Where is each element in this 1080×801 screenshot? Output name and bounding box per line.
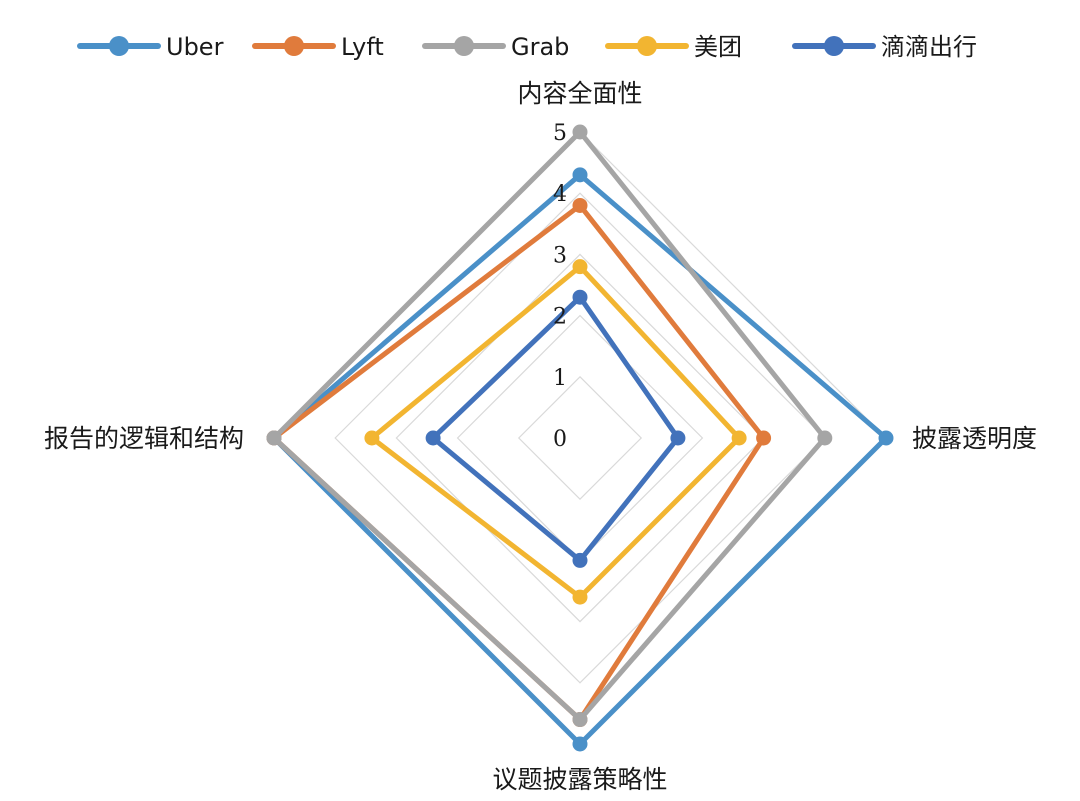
data-point-4-3 <box>425 430 441 446</box>
legend-marker-4 <box>824 36 844 56</box>
legend-label-2: Grab <box>511 33 569 61</box>
legend-marker-3 <box>637 36 657 56</box>
axis-label-3: 报告的逻辑和结构 <box>44 424 244 453</box>
grid-ring-1 <box>517 375 643 501</box>
series-group <box>266 124 894 752</box>
grid-ring-4 <box>334 192 826 684</box>
data-point-3-2 <box>572 589 588 605</box>
data-point-4-1 <box>670 430 686 446</box>
legend-label-3: 美团 <box>694 33 742 61</box>
tick-label-3: 3 <box>553 243 567 268</box>
data-point-1-0 <box>572 197 588 213</box>
tick-label-5: 5 <box>553 121 567 146</box>
axis-label-1: 披露透明度 <box>912 424 1037 453</box>
tick-label-1: 1 <box>553 366 567 391</box>
data-point-2-3 <box>266 430 282 446</box>
data-point-3-0 <box>572 259 588 275</box>
series-line-1 <box>270 201 767 724</box>
legend-label-0: Uber <box>166 33 224 61</box>
data-point-0-0 <box>572 167 588 183</box>
data-point-2-0 <box>572 124 588 140</box>
data-point-2-1 <box>817 430 833 446</box>
data-point-4-0 <box>572 289 588 305</box>
legend-marker-0 <box>109 36 129 56</box>
tick-labels: 0 1 2 3 4 5 <box>553 121 567 452</box>
axis-label-0: 内容全面性 <box>517 79 642 108</box>
data-point-1-1 <box>756 430 772 446</box>
data-point-3-3 <box>364 430 380 446</box>
data-point-0-2 <box>572 736 588 752</box>
grid-ring-2 <box>456 314 704 562</box>
legend-label-4: 滴滴出行 <box>881 33 977 61</box>
legend-marker-2 <box>454 36 474 56</box>
series-line-2 <box>270 128 829 724</box>
data-point-3-1 <box>731 430 747 446</box>
axis-label-2: 议题披露策略性 <box>492 765 667 794</box>
tick-label-4: 4 <box>553 182 567 207</box>
data-point-0-1 <box>878 430 894 446</box>
tick-label-2: 2 <box>553 305 567 330</box>
legend-label-1: Lyft <box>341 33 384 61</box>
tick-label-0: 0 <box>553 427 567 452</box>
data-point-4-2 <box>572 552 588 568</box>
legend: Uber Lyft Grab 美团 滴滴出行 <box>77 33 977 61</box>
data-point-2-2 <box>572 712 588 728</box>
legend-marker-1 <box>284 36 304 56</box>
grid-ring-3 <box>395 253 765 623</box>
